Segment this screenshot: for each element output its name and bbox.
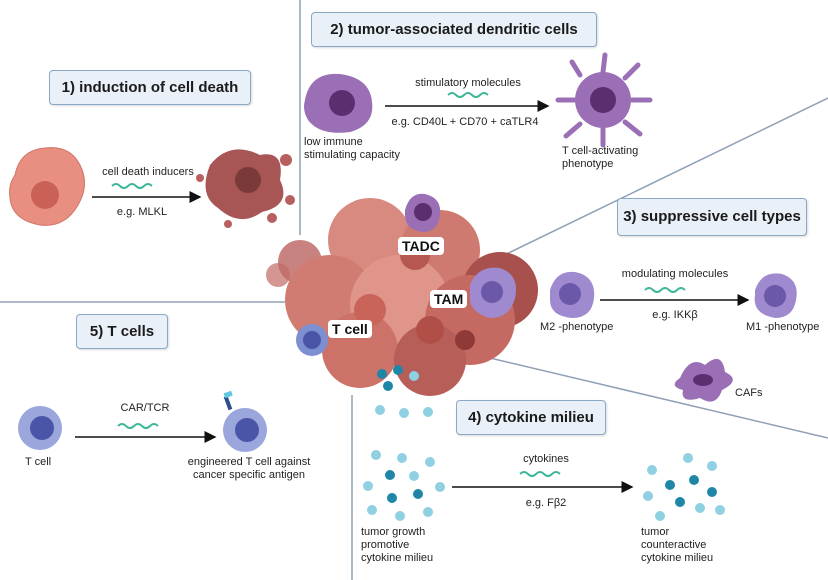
- tam-label: TAM: [430, 290, 468, 308]
- dna-icon-s3: [644, 287, 686, 293]
- tam-cell-icon: [469, 267, 516, 318]
- promotive-cytokine-dots: [363, 450, 445, 521]
- s5-right-caption: engineered T cell against cancer specifi…: [187, 456, 311, 481]
- s1-top-label: cell death inducers: [102, 166, 194, 178]
- s3-right-caption: M1 -phenotype: [746, 321, 820, 333]
- s2-left-caption: low immune stimulating capacity: [304, 136, 400, 161]
- s1-bottom-label: e.g. MLKL: [116, 206, 168, 218]
- engineered-t-cell-icon: [223, 390, 267, 452]
- s2-bottom-label: e.g. CD40L + CD70 + caTLR4: [391, 116, 539, 128]
- section2-title: 2) tumor-associated dendritic cells: [311, 12, 597, 47]
- s3-top-label: modulating molecules: [621, 268, 729, 280]
- dendritic-cell-low-icon: [304, 73, 373, 133]
- s5-left-caption: T cell: [25, 456, 52, 468]
- s4-bottom-label: e.g. Fβ2: [525, 497, 567, 509]
- s4-left-caption: tumor growth promotive cytokine milieu: [361, 526, 434, 564]
- m1-macrophage-icon: [754, 273, 797, 318]
- section4-title: 4) cytokine milieu: [456, 400, 606, 435]
- s3-bottom-label: e.g. IKKβ: [652, 309, 698, 321]
- dendritic-cell-activated-icon: [555, 52, 653, 148]
- tumor-cytokine-dots: [375, 365, 433, 418]
- counteractive-cytokine-dots: [643, 453, 725, 521]
- s4-right-caption: tumor counteractive cytokine milieu: [641, 526, 714, 564]
- s2-top-label: stimulatory molecules: [415, 77, 521, 89]
- section3-title: 3) suppressive cell types: [617, 198, 807, 236]
- dna-icon-s4: [519, 471, 561, 477]
- section5-title: 5) T cells: [76, 314, 168, 349]
- tcell-label: T cell: [328, 320, 372, 338]
- dna-icon-s1: [111, 183, 153, 189]
- tumor-t-cell-icon: [296, 324, 328, 356]
- dna-icon-s5: [117, 423, 159, 429]
- s5-top-label: CAR/TCR: [120, 402, 170, 414]
- dna-icon-s2: [447, 92, 489, 98]
- t-cell-icon: [18, 406, 62, 450]
- s4-top-label: cytokines: [523, 453, 569, 465]
- s3-left-caption: M2 -phenotype: [540, 321, 614, 333]
- section1-title: 1) induction of cell death: [49, 70, 251, 105]
- caf-cell-icon: [674, 358, 733, 402]
- tadc-label: TADC: [398, 237, 444, 255]
- m2-macrophage-icon: [550, 271, 595, 318]
- s2-right-caption: T cell-activating phenotype: [562, 145, 639, 170]
- tadc-cell-icon: [405, 193, 441, 232]
- dying-cell-icon: [196, 149, 295, 228]
- healthy-tumor-cell-icon: [9, 147, 85, 226]
- s3-extra-caption: CAFs: [735, 387, 763, 399]
